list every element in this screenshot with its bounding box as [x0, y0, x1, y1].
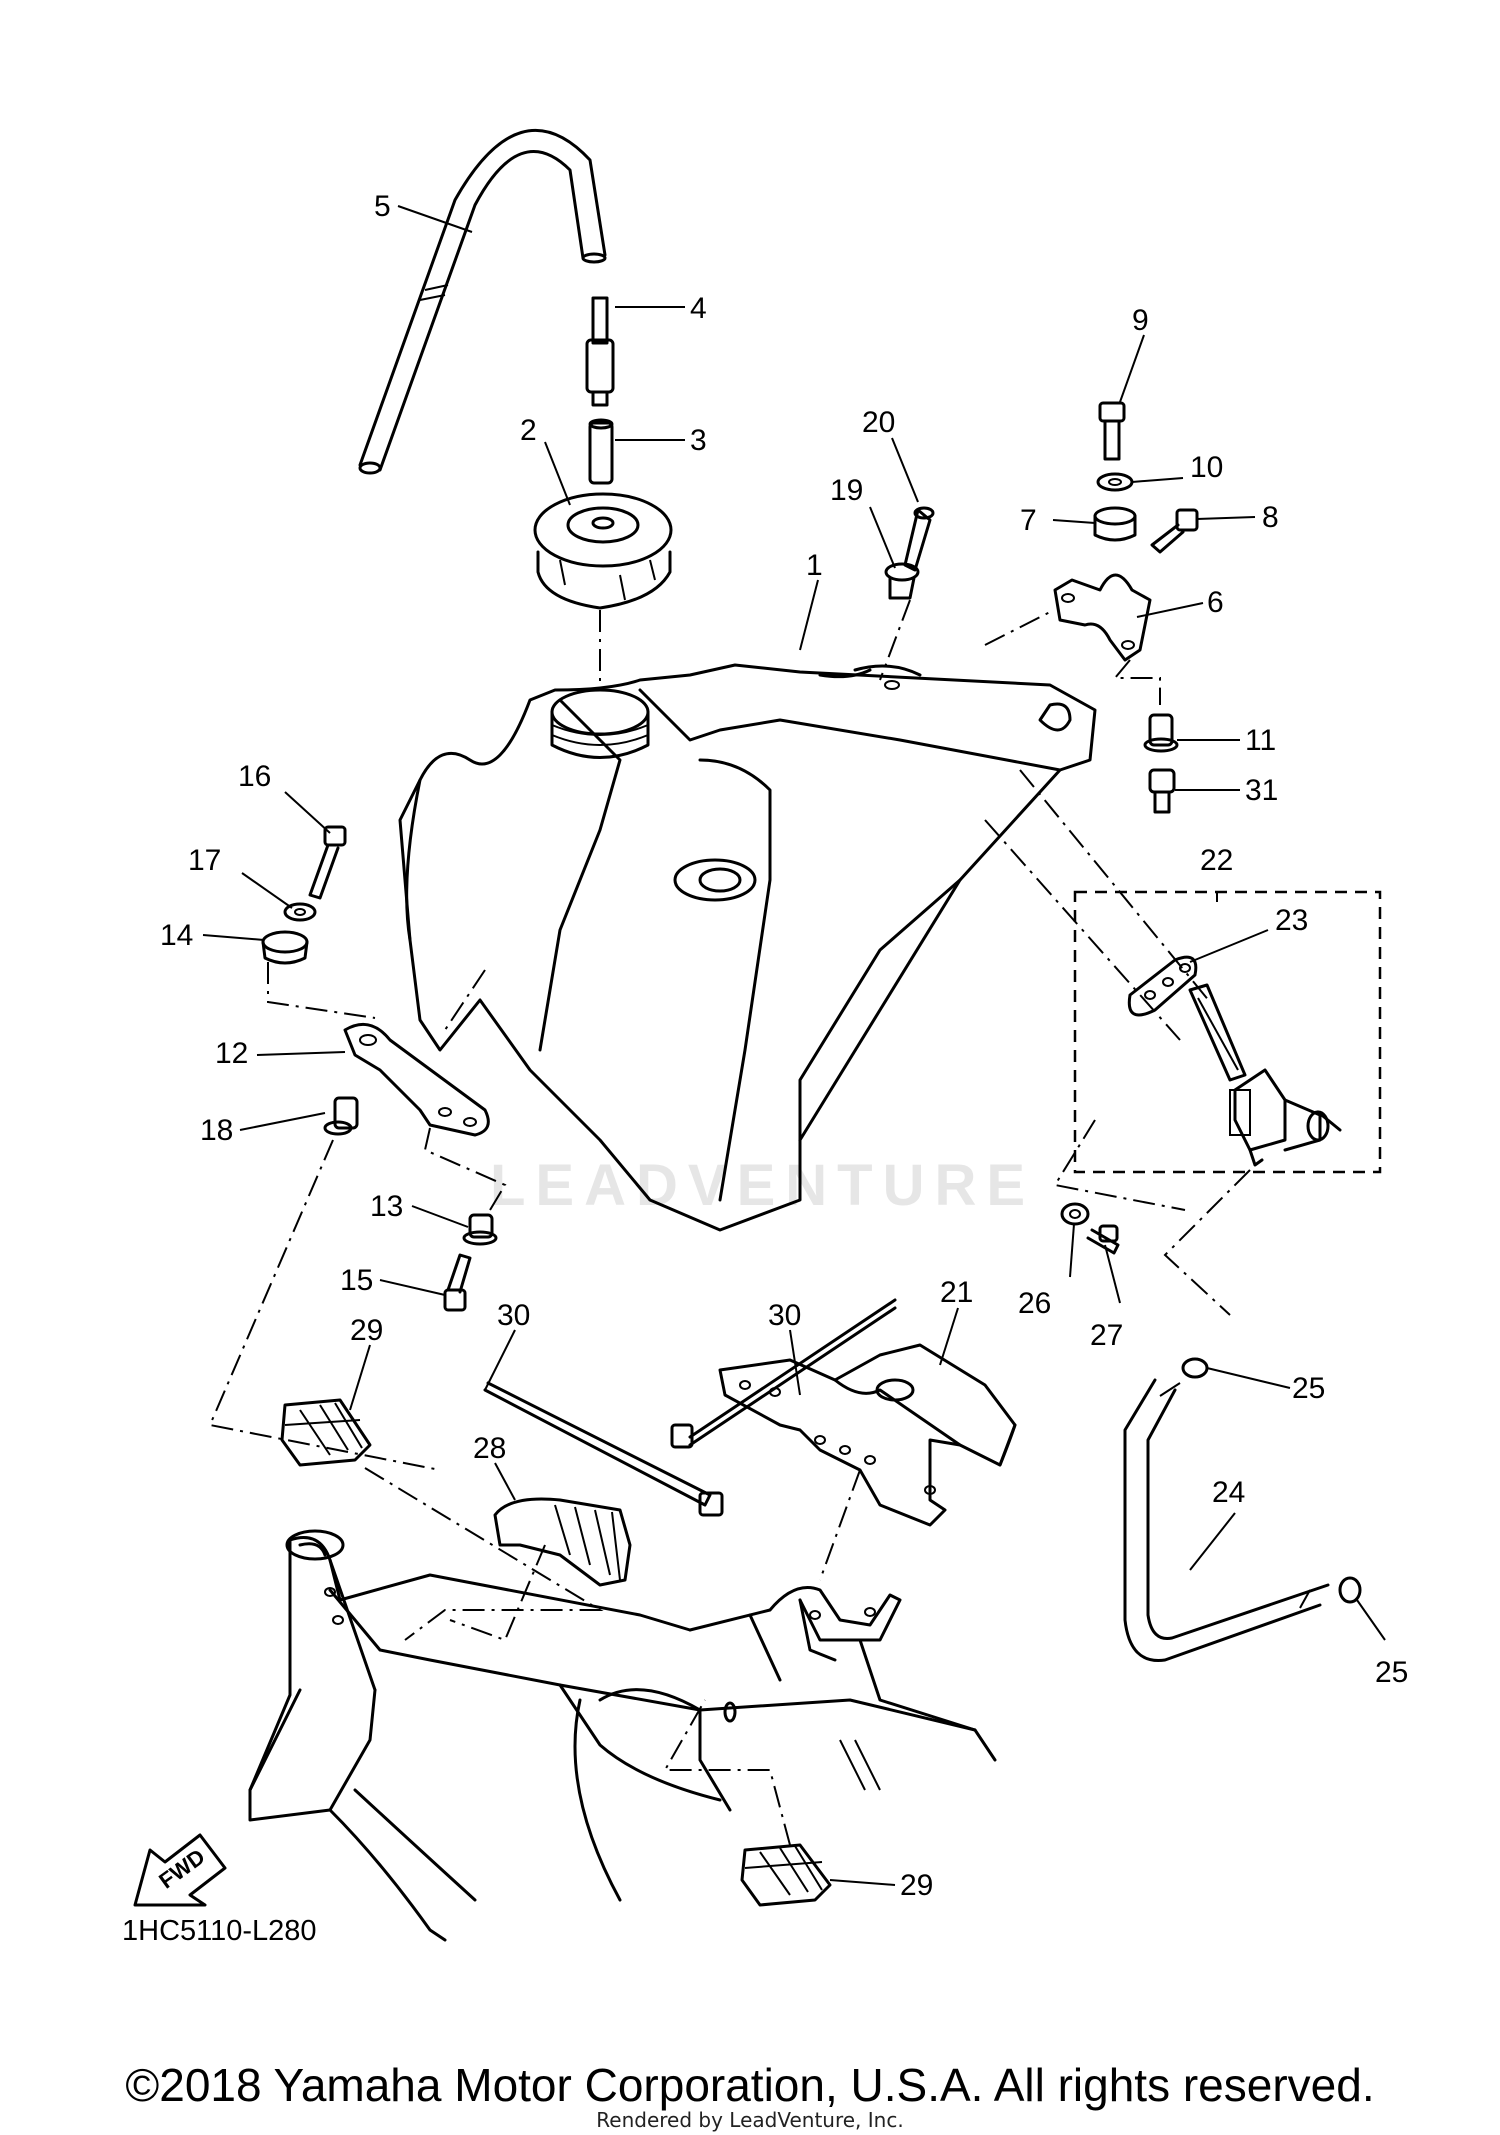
cover-21-dash: [819, 1469, 861, 1581]
bolt-31: [1148, 768, 1176, 814]
damper-29b: [740, 1843, 832, 1907]
bolt-15: [443, 1253, 472, 1312]
fuel-cock-dash-d: [1163, 1169, 1251, 1316]
callout-20: 20: [862, 406, 895, 439]
damper-29b-dash: [663, 1699, 791, 1846]
callout-29b: 29: [900, 1869, 933, 1902]
bracket-12-dash: [444, 969, 486, 1031]
clip-25a: [1181, 1357, 1209, 1379]
fuel-cock-dash-c: [1053, 1119, 1186, 1211]
fuel-cock-dash-b: [984, 819, 1181, 1041]
fuel-tank: [398, 663, 1097, 1232]
callout-14: 14: [160, 919, 193, 952]
callout-26: 26: [1018, 1287, 1051, 1320]
collar-18-dash: [208, 1139, 441, 1471]
collar-13: [462, 1213, 498, 1246]
fuel-cock-assembly-box: [1073, 890, 1382, 1174]
callout-8: 8: [1262, 501, 1279, 534]
callout-3: 3: [690, 424, 707, 457]
callout-19: 19: [830, 474, 863, 507]
bracket-6-dash-b: [1112, 659, 1161, 705]
clip-25b: [1338, 1576, 1362, 1604]
collar-11: [1143, 713, 1179, 753]
damper-7: [1093, 506, 1137, 542]
fuel-cock-dash-a: [1019, 769, 1211, 1003]
callout-2: 2: [520, 414, 537, 447]
fuel-cock: [1188, 983, 1342, 1167]
rendered-by-notice: Rendered by LeadVenture, Inc.: [596, 2108, 904, 2132]
bolt-9: [1098, 401, 1126, 461]
callout-4: 4: [690, 292, 707, 325]
callout-22: 22: [1200, 844, 1233, 877]
callouts: 5 4 3 2 20 19 1 9 10 7 8 6 11 31 16 17 1…: [160, 190, 1408, 1902]
frame: [248, 1529, 997, 1942]
washer-10: [1096, 472, 1134, 492]
screw-27: [1086, 1224, 1120, 1255]
bracket-6: [1053, 573, 1152, 662]
bracket-6-dash: [984, 611, 1051, 646]
callout-30b: 30: [768, 1299, 801, 1332]
damper-19: [884, 562, 920, 600]
callout-29a: 29: [350, 1314, 383, 1347]
callout-5: 5: [374, 190, 391, 223]
callout-27: 27: [1090, 1319, 1123, 1352]
callout-13: 13: [370, 1190, 403, 1223]
callout-18: 18: [200, 1114, 233, 1147]
callout-10: 10: [1190, 451, 1223, 484]
callout-9: 9: [1132, 304, 1149, 337]
protector-28: [493, 1497, 632, 1587]
protector-28-dash: [449, 1544, 546, 1642]
callout-31: 31: [1245, 774, 1278, 807]
callout-7: 7: [1020, 504, 1037, 537]
leader-dash-19: [879, 599, 911, 681]
damper-29a-dash: [364, 1467, 604, 1641]
callout-16: 16: [238, 760, 271, 793]
plate-23: [1127, 955, 1198, 1017]
callout-1: 1: [806, 549, 823, 582]
damper-14: [261, 930, 309, 965]
callout-15: 15: [340, 1264, 373, 1297]
fuel-cap: [533, 492, 673, 610]
watermark: LEADVENTURE: [490, 1153, 1035, 1218]
bolt-20: [903, 506, 935, 572]
breather-hose: [358, 128, 607, 475]
collar: [588, 418, 614, 485]
callout-23: 23: [1275, 904, 1308, 937]
callout-17: 17: [188, 844, 221, 877]
cable-tie-30a: [483, 1381, 724, 1517]
bracket-12-dash-b: [423, 1127, 507, 1211]
callout-6: 6: [1207, 586, 1224, 619]
fwd-arrow: FWD: [133, 1833, 227, 1907]
leader-lines: [202, 205, 1386, 1886]
bolt-16: [308, 825, 347, 900]
callout-25a: 25: [1292, 1372, 1325, 1405]
cable-tie-30b: [670, 1298, 897, 1449]
callout-11: 11: [1245, 724, 1276, 757]
cover-21: [718, 1343, 1017, 1527]
callout-30a: 30: [497, 1299, 530, 1332]
washer-26: [1060, 1202, 1090, 1226]
washer-17: [283, 902, 317, 922]
callout-25b: 25: [1375, 1656, 1408, 1689]
damper-14-dash: [267, 962, 376, 1019]
fuel-hose-24: [1123, 1378, 1330, 1662]
diagram-code: 1HC5110-L280: [122, 1915, 317, 1947]
callout-21: 21: [940, 1276, 973, 1309]
collar-18: [323, 1096, 359, 1136]
breather-valve: [585, 296, 615, 407]
bracket-12: [343, 1022, 490, 1137]
copyright-notice: ©2018 Yamaha Motor Corporation, U.S.A. A…: [125, 2059, 1375, 2111]
callout-24: 24: [1212, 1476, 1245, 1509]
damper-29a: [280, 1398, 372, 1467]
callout-12: 12: [215, 1037, 248, 1070]
callout-28: 28: [473, 1432, 506, 1465]
bolt-8: [1150, 508, 1199, 554]
